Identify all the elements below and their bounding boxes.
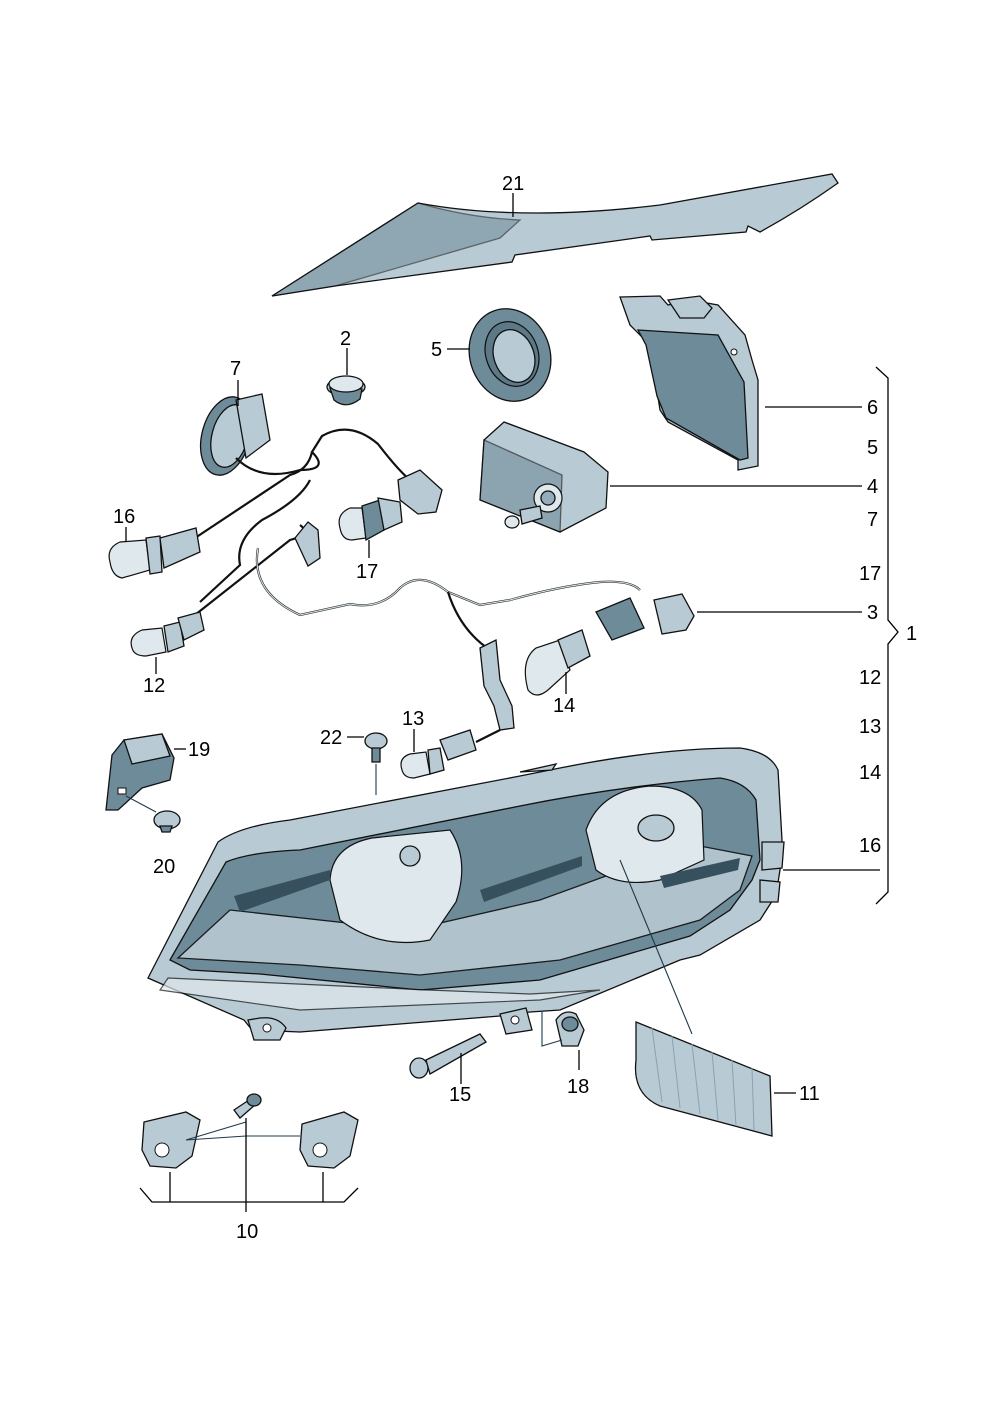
part-14-bulb: [524, 593, 695, 696]
leader-18-target: [541, 1012, 563, 1047]
callout-1: 1: [906, 623, 917, 645]
part-21-trim-strip: [271, 173, 839, 297]
bracket-item: 13: [859, 716, 881, 738]
callout-16: 16: [113, 506, 135, 528]
part-18-socket: [555, 1011, 585, 1047]
part-13-bulb: [400, 747, 445, 779]
bracket-item: 7: [867, 509, 878, 531]
part-2-cap: [326, 375, 366, 406]
callout-11: 11: [799, 1083, 820, 1105]
leader-11-target: [619, 859, 693, 1035]
bracket-list: 6 5 4 7 17 3 12 13 14 16 1: [859, 366, 917, 905]
part-4-actuator: [479, 421, 609, 533]
callout-15: 15: [449, 1084, 471, 1106]
leader-20-target: [125, 795, 157, 813]
bracket-item: 16: [859, 835, 881, 857]
bracket-item: 6: [867, 397, 878, 419]
part-6-cover-frame: [619, 295, 759, 471]
callout-7: 7: [230, 358, 241, 380]
callout-2: 2: [340, 328, 351, 350]
part-15-bolt: [409, 1033, 487, 1079]
callout-18: 18: [567, 1076, 589, 1098]
callout-22: 22: [320, 727, 342, 749]
part-7-connector-harness: [185, 393, 641, 761]
callout-14: 14: [553, 695, 575, 717]
part-12-bulb: [130, 611, 205, 657]
callout-13: 13: [402, 708, 424, 730]
part-16-bulb: [108, 527, 201, 579]
part-17-bulb-socket: [338, 497, 403, 542]
headlight-housing: [147, 747, 785, 1041]
bracket-10: [139, 1118, 359, 1212]
bracket-item: 4: [867, 476, 878, 498]
callout-19: 19: [188, 739, 210, 761]
part-11-reflector: [634, 1021, 773, 1137]
bracket-item: 12: [859, 667, 881, 689]
part-19-bracket: [105, 733, 175, 811]
bracket-item: 14: [859, 762, 881, 784]
callout-17: 17: [356, 561, 378, 583]
leader-10-targets: [185, 1121, 300, 1141]
part-10-mounting-kit: [141, 1093, 359, 1169]
callout-21: 21: [502, 173, 524, 195]
group-brace: [875, 366, 899, 905]
callout-20: 20: [153, 856, 175, 878]
part-22-screw: [364, 732, 388, 763]
part-5-seal-ring: [468, 308, 552, 402]
bracket-item: 3: [867, 602, 878, 624]
callout-12: 12: [143, 675, 165, 697]
callout-10: 10: [236, 1221, 258, 1243]
part-20-clip: [153, 810, 181, 833]
bracket-item: 17: [859, 563, 881, 585]
bracket-item: 5: [867, 437, 878, 459]
callout-5: 5: [431, 339, 442, 361]
